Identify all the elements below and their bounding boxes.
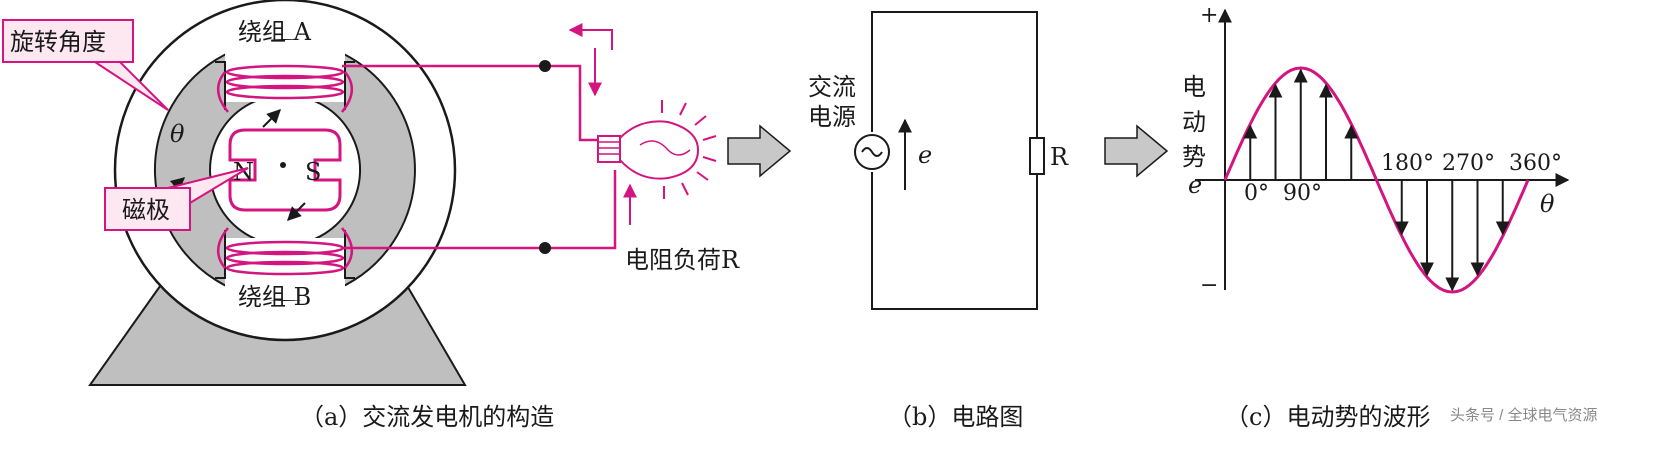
source-label-line1: 交流 [808,73,856,101]
theta-label: θ [170,120,185,148]
plus-sign: + [1200,3,1218,28]
watermark: 头条号 / 全球电气资源 [1450,406,1598,424]
resistor-symbol [1029,137,1045,175]
pole-s-label: S [305,158,321,186]
rotation-angle-callout [2,19,134,63]
rotation-angle-callout-pointer [94,61,169,111]
ylabel-char-1: 电 [1182,73,1206,101]
magnetic-pole-label: 磁极 [122,196,170,224]
pole-n-label: N [233,158,254,186]
terminal-bottom [539,242,551,254]
ylabel-char-3: 势 [1182,143,1206,171]
emf-symbol: e [918,141,932,169]
waveform-marks [1223,66,1530,294]
caption-a: （a）交流发电机的构造 [300,403,554,431]
emf-sine-curve [1223,66,1530,294]
minus-sign: − [1200,273,1218,298]
load-label: 电阻负荷R [625,246,740,274]
winding-b-label: 绕组 B [238,283,311,311]
rotation-angle-label: 旋转角度 [10,28,106,56]
light-bulb [597,100,717,199]
x-tick-label: 180° [1381,151,1434,176]
source-label-line2: 电源 [808,103,856,131]
x-tick-label: 90° [1283,181,1322,206]
rotor-magnet [228,128,342,212]
circuit-loop [871,11,1038,310]
ylabel-char-2: 动 [1182,108,1206,136]
rotation-arrow-bottom [287,202,306,221]
magnetic-pole-callout [104,187,191,231]
ylabel-symbol: e [1188,171,1202,199]
winding-a-coil [217,64,353,113]
x-tick-labels: 0° 90° 180° 270° 360° [1244,151,1562,206]
transition-arrow-1 [727,124,792,178]
transition-arrow-2 [1104,124,1169,178]
panel-a-generator: N S θ 绕组 A 绕组 B 旋转角度 磁极 [2,0,740,431]
terminal-top [539,60,551,72]
resistor-label: R [1050,143,1069,171]
x-tick-label: 0° [1244,181,1269,206]
caption-b: （b）电路图 [888,403,1023,431]
x-tick-label: 360° [1509,151,1562,176]
current-flow-arrows [568,23,637,225]
rotor-axis [280,162,286,168]
rotation-arrow-top [262,109,281,128]
winding-a-label: 绕组 A [238,18,312,46]
xlabel-theta: θ [1540,190,1555,218]
panel-b-circuit: 交流 电源 e R （b）电路图 [808,11,1069,431]
caption-c: （c）电动势的波形 [1225,403,1430,431]
panel-c-waveform: + − 电 动 势 e θ 0° 90° 180° 270° 360° （c）电动势的波… [1182,3,1598,431]
x-tick-label: 270° [1442,151,1495,176]
